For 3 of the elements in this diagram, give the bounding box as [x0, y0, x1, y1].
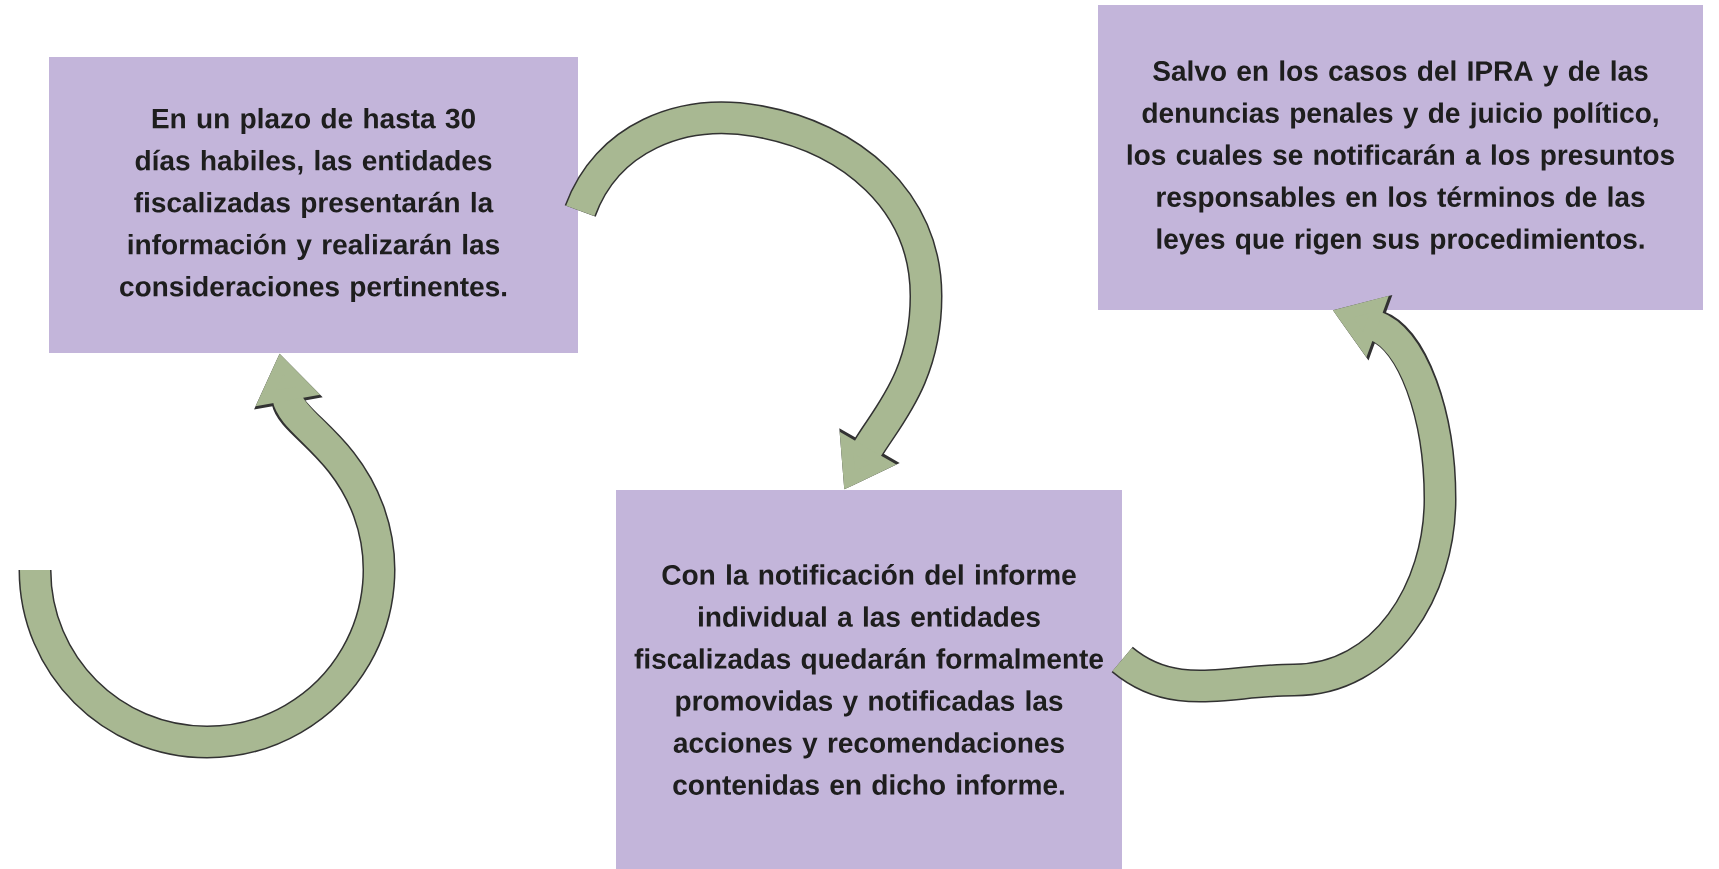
process-box: En un plazo de hasta 30 días habiles, las entidades fiscalizadas presentarán la información y realizarán las consideraciones pertinentes. — [49, 57, 578, 353]
process-box: Salvo en los casos del IPRA y de las denuncias penales y de juicio político, los cuales se notificarán a los presuntos responsables en los términos de las leyes que rigen sus procedimientos. — [1098, 5, 1703, 310]
process-box: Con la notificación del informe individual a las entidades fiscalizadas quedarán formalmente promovidas y notificadas las acciones y recomendaciones contenidas en dicho informe. — [616, 490, 1122, 869]
